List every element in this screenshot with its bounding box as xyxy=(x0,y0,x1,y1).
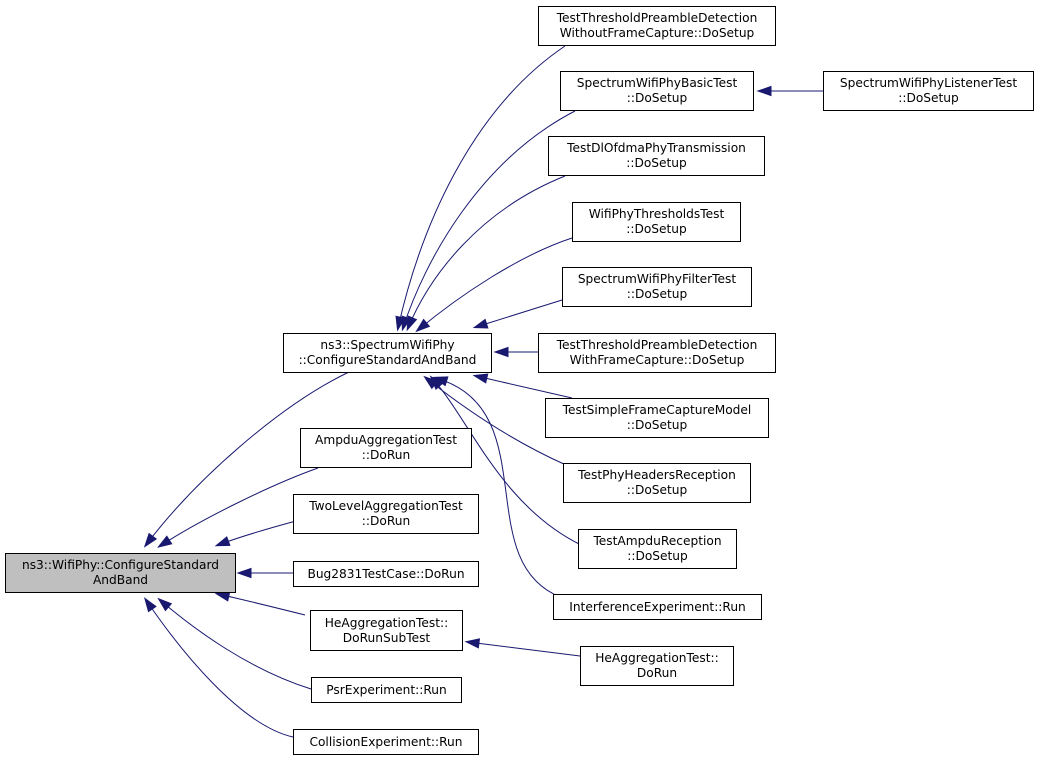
node-twolevel-aggregation-test-dorun[interactable]: TwoLevelAggregationTest ::DoRun xyxy=(293,494,479,534)
node-threshold-preamble-without-frame-capture[interactable]: TestThresholdPreambleDetection WithoutFr… xyxy=(538,6,776,46)
node-ampdu-reception-dosetup[interactable]: TestAmpduReception ::DoSetup xyxy=(578,529,737,569)
arrowhead xyxy=(472,318,489,329)
arrowhead xyxy=(157,535,173,548)
arrowhead xyxy=(406,315,418,332)
arrowhead xyxy=(214,536,231,547)
arrowhead xyxy=(756,85,772,97)
node-label-line: ::DoSetup xyxy=(626,287,688,301)
node-label-line: SpectrumWifiPhyFilterTest xyxy=(577,272,737,286)
edge-he_aggregation_dorun-to-he_aggregation_subtest xyxy=(467,641,581,657)
edge-interference_experiment-to-spectrum_configure xyxy=(435,377,561,598)
node-label-line: ns3::SpectrumWifiPhy xyxy=(320,338,455,352)
node-spectrumwifiphy-filter-test-dosetup[interactable]: SpectrumWifiPhyFilterTest ::DoSetup xyxy=(562,267,752,307)
edge-psr_experiment-to-wifiphy_configure xyxy=(159,599,312,690)
node-ampdu-aggregation-test-dorun[interactable]: AmpduAggregationTest ::DoRun xyxy=(300,428,472,468)
node-label-line: TestThresholdPreambleDetection xyxy=(556,11,758,25)
node-label-line: ::DoRun xyxy=(361,448,411,462)
node-phy-headers-reception-dosetup[interactable]: TestPhyHeadersReception ::DoSetup xyxy=(563,463,751,503)
node-label-line: ::DoSetup xyxy=(898,91,959,105)
node-label-line: ::DoSetup xyxy=(626,91,688,105)
node-label-line: AndBand xyxy=(92,573,149,587)
edge-he_aggregation_subtest-to-wifiphy_configure xyxy=(217,593,306,616)
node-label-line: TestSimpleFrameCaptureModel xyxy=(562,403,752,417)
arrowhead xyxy=(143,532,158,548)
arrowhead xyxy=(214,591,231,602)
node-label-line: ::DoSetup xyxy=(626,222,687,236)
node-label-line: PsrExperiment::Run xyxy=(326,682,447,697)
arrowhead xyxy=(472,373,489,384)
edge-threshold_without_capture-to-spectrum_configure xyxy=(397,45,566,329)
node-wifiphy-thresholds-test-dosetup[interactable]: WifiPhyThresholdsTest ::DoSetup xyxy=(572,202,741,242)
node-threshold-preamble-with-frame-capture[interactable]: TestThresholdPreambleDetection WithFrame… xyxy=(538,333,776,373)
node-spectrumwifiphy-basic-test-dosetup[interactable]: SpectrumWifiPhyBasicTest ::DoSetup xyxy=(560,71,754,111)
node-label-line: TestAmpduReception xyxy=(593,534,722,548)
node-label-line: SpectrumWifiPhyBasicTest xyxy=(576,76,738,90)
node-label-line: ::DoRun xyxy=(361,514,411,528)
node-wifiphy-configure-standard-and-band[interactable]: ns3::WifiPhy::ConfigureStandard AndBand xyxy=(5,553,236,593)
node-label-line: ::DoSetup xyxy=(626,483,688,497)
arrowhead xyxy=(464,638,481,649)
node-psr-experiment-run[interactable]: PsrExperiment::Run xyxy=(311,677,462,703)
node-label-line: ::DoSetup xyxy=(627,549,688,563)
node-label-line: ::DoSetup xyxy=(626,418,688,432)
node-label-line: TestDlOfdmaPhyTransmission xyxy=(567,141,746,155)
arrowhead xyxy=(157,597,173,612)
node-label-line: HeAggregationTest:: xyxy=(595,651,719,665)
edge-ampdu_reception-to-spectrum_configure xyxy=(431,377,582,546)
edge-spectrum_configure-to-wifiphy_configure xyxy=(145,371,350,546)
node-label-line: AmpduAggregationTest xyxy=(314,433,457,447)
node-label-line: CollisionExperiment::Run xyxy=(309,734,463,749)
node-interference-experiment-run[interactable]: InterferenceExperiment::Run xyxy=(553,594,762,620)
edge-thresholds_test-to-spectrum_configure xyxy=(417,237,573,331)
node-label-line: ::ConfigureStandardAndBand xyxy=(298,353,477,367)
node-label-line: TestPhyHeadersReception xyxy=(578,468,736,482)
node-label-line: InterferenceExperiment::Run xyxy=(569,599,746,614)
node-bug2831-testcase-dorun[interactable]: Bug2831TestCase::DoRun xyxy=(293,561,479,587)
arrowhead xyxy=(144,597,157,613)
edge-twolevel_aggregation-to-wifiphy_configure xyxy=(217,520,297,546)
node-label-line: HeAggregationTest:: xyxy=(324,615,449,630)
arrowhead xyxy=(236,567,252,579)
arrowhead xyxy=(432,376,449,387)
arrowhead xyxy=(415,318,431,333)
arrowhead xyxy=(493,346,509,358)
edge-simple_frame_capture-to-spectrum_configure xyxy=(475,375,573,399)
node-label-line: WithoutFrameCapture::DoSetup xyxy=(559,26,755,40)
node-label-line: ns3::WifiPhy::ConfigureStandard xyxy=(21,558,219,572)
edge-dl_ofdma-to-spectrum_configure xyxy=(407,175,566,329)
edge-phy_headers_reception-to-spectrum_configure xyxy=(425,377,567,466)
node-label-line: DoRun xyxy=(636,666,678,680)
node-label-line: ::DoSetup xyxy=(626,156,687,170)
node-label-line: WifiPhyThresholdsTest xyxy=(588,207,725,221)
node-spectrumwifiphy-listener-test-dosetup[interactable]: SpectrumWifiPhyListenerTest ::DoSetup xyxy=(823,71,1034,111)
node-label-line: DoRunSubTest xyxy=(342,630,431,645)
edge-spectrum_basic_test-to-spectrum_configure xyxy=(402,110,576,329)
node-simple-frame-capture-model-dosetup[interactable]: TestSimpleFrameCaptureModel ::DoSetup xyxy=(545,398,769,438)
edge-filter_test-to-spectrum_configure xyxy=(475,299,563,328)
edge-collision_experiment-to-wifiphy_configure xyxy=(145,599,294,738)
node-he-aggregation-test-dorun[interactable]: HeAggregationTest:: DoRun xyxy=(580,646,734,686)
node-collision-experiment-run[interactable]: CollisionExperiment::Run xyxy=(293,729,479,755)
node-dl-ofdma-phy-transmission-dosetup[interactable]: TestDlOfdmaPhyTransmission ::DoSetup xyxy=(548,136,765,176)
node-label-line: WithFrameCapture::DoSetup xyxy=(569,353,745,367)
node-label-line: SpectrumWifiPhyListenerTest xyxy=(839,76,1018,90)
edge-ampdu_aggregation-to-wifiphy_configure xyxy=(159,467,319,547)
node-label-line: TestThresholdPreambleDetection xyxy=(556,338,758,352)
node-spectrumwifiphy-configure-standard-and-band[interactable]: ns3::SpectrumWifiPhy ::ConfigureStandard… xyxy=(283,333,492,373)
node-he-aggregation-test-dorunsubtest[interactable]: HeAggregationTest:: DoRunSubTest xyxy=(310,610,463,651)
node-label-line: Bug2831TestCase::DoRun xyxy=(307,566,465,581)
node-label-line: TwoLevelAggregationTest xyxy=(309,499,463,513)
